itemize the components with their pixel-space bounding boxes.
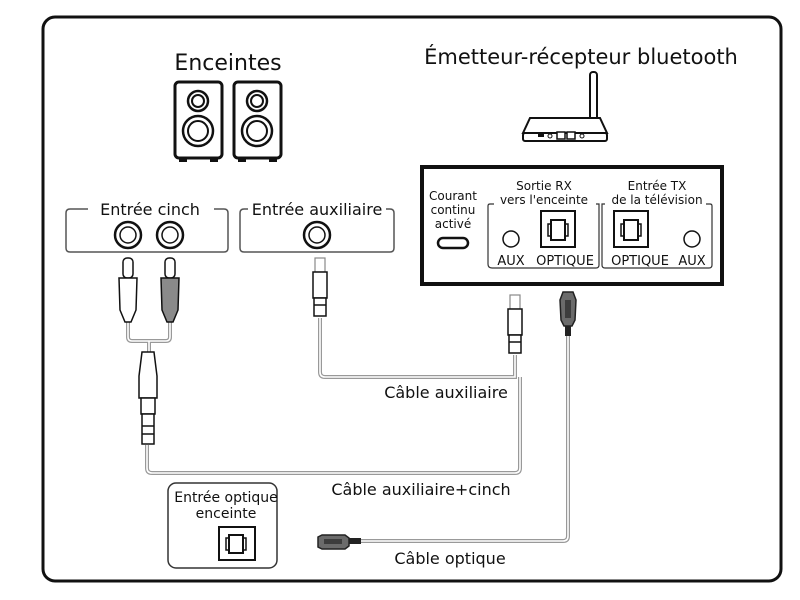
rx-label-1: Sortie RX bbox=[516, 179, 572, 193]
optical-cable-label: Câble optique bbox=[394, 549, 505, 568]
aux-cable[interactable] bbox=[318, 318, 517, 379]
cinch-jack-left[interactable] bbox=[113, 220, 143, 250]
tx-label-1: Entrée TX bbox=[628, 179, 687, 193]
aux-cinch-cable[interactable] bbox=[145, 377, 522, 475]
optical-input-panel: Entrée optique enceinte bbox=[167, 482, 278, 569]
cinch-input-label: Entrée cinch bbox=[100, 200, 200, 219]
rx-aux-port[interactable] bbox=[502, 230, 520, 248]
speaker-left-icon bbox=[173, 80, 224, 162]
aux-35mm-plug-device-end[interactable] bbox=[507, 294, 523, 354]
aux-cable-label: Câble auxiliaire bbox=[384, 383, 508, 402]
outer-frame bbox=[41, 15, 783, 583]
aux-35mm-plug-cinch-end[interactable] bbox=[138, 351, 158, 445]
optical-plug-device-end[interactable] bbox=[559, 291, 577, 336]
tx-optical-port[interactable] bbox=[613, 210, 649, 248]
power-label-1: Courant bbox=[429, 189, 477, 203]
tx-aux-port[interactable] bbox=[683, 230, 701, 248]
optical-plug-speaker-end[interactable] bbox=[317, 534, 361, 550]
cinch-jack-right[interactable] bbox=[155, 220, 185, 250]
speakers-icon bbox=[173, 80, 283, 162]
aux-cinch-cable-label: Câble auxiliaire+cinch bbox=[331, 480, 510, 499]
usb-c-port[interactable] bbox=[436, 236, 470, 250]
optical-input-label-1: Entrée optique bbox=[174, 490, 278, 506]
speaker-optical-port[interactable] bbox=[218, 526, 256, 561]
rx-optical-port[interactable] bbox=[540, 210, 576, 248]
power-label-3: activé bbox=[435, 217, 471, 231]
aux-jack[interactable] bbox=[302, 220, 332, 250]
aux-35mm-plug-speaker-end[interactable] bbox=[312, 257, 328, 317]
rca-plug-white[interactable] bbox=[118, 257, 138, 323]
tx-aux-label: AUX bbox=[678, 254, 705, 269]
transceiver-title: Émetteur-récepteur bluetooth bbox=[424, 44, 738, 69]
tx-optical-label: OPTIQUE bbox=[611, 254, 669, 269]
rca-plug-gray[interactable] bbox=[160, 257, 180, 323]
rx-optical-label: OPTIQUE bbox=[536, 254, 594, 269]
device-back-panel: Courant continu activé Sortie RX vers l'… bbox=[420, 165, 724, 286]
speaker-right-icon bbox=[232, 80, 283, 162]
rx-label-2: vers l'enceinte bbox=[500, 193, 588, 207]
aux-input-panel: Entrée auxiliaire bbox=[239, 200, 395, 253]
tx-label-2: de la télévision bbox=[611, 193, 702, 207]
aux-input-label: Entrée auxiliaire bbox=[252, 200, 383, 219]
cinch-input-panel: Entrée cinch bbox=[65, 200, 229, 253]
optical-input-label-2: enceinte bbox=[196, 506, 257, 522]
bluetooth-transceiver-icon bbox=[521, 71, 609, 142]
speakers-title: Enceintes bbox=[174, 51, 281, 76]
rx-aux-label: AUX bbox=[497, 254, 524, 269]
cinch-y-split bbox=[126, 320, 172, 352]
optical-cable[interactable] bbox=[360, 335, 570, 543]
power-label-2: continu bbox=[431, 203, 476, 217]
